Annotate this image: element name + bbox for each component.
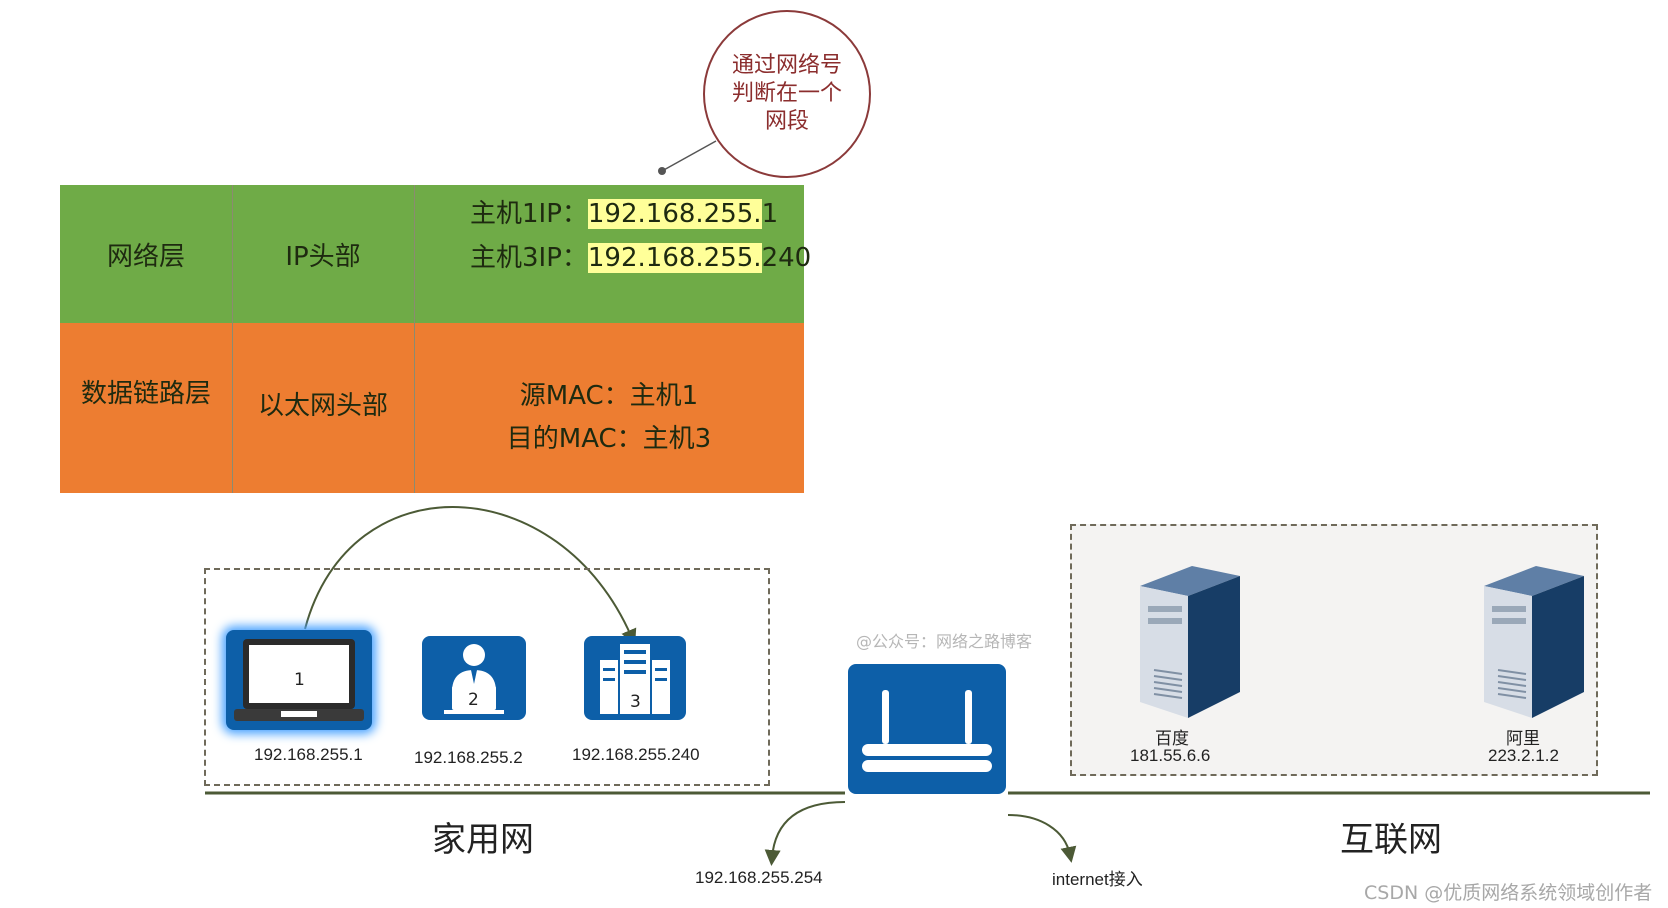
server-tower-icon[interactable] bbox=[1476, 552, 1588, 718]
host1-ip-label: 主机1IP： bbox=[470, 199, 588, 229]
callout-pointer-dot bbox=[658, 167, 666, 175]
host-1-ip: 192.168.255.1 bbox=[254, 745, 363, 764]
server-rack-icon bbox=[600, 644, 670, 714]
callout-line-3: 网段 bbox=[764, 109, 809, 134]
mac-address-cell: 源MAC：主机1 目的MAC：主机3 bbox=[414, 323, 804, 493]
host-2-ip: 192.168.255.2 bbox=[414, 748, 523, 767]
server-1-name: 百度 bbox=[1155, 729, 1189, 748]
router-icon bbox=[862, 690, 992, 772]
datalink-layer-cell: 数据链路层 bbox=[60, 323, 232, 493]
router-wan-label: internet接入 bbox=[1052, 870, 1143, 889]
network-layer-label: 网络层 bbox=[106, 241, 185, 272]
host1-ip-host-part: 1 bbox=[761, 199, 779, 229]
wan-arrow bbox=[1007, 814, 1077, 863]
host3-ip-host-part: 240 bbox=[761, 243, 812, 273]
ethernet-header-cell: 以太网头部 bbox=[232, 323, 414, 493]
network-layer-cell: 网络层 bbox=[60, 185, 232, 323]
table-divider bbox=[414, 185, 415, 493]
host-3-number: 3 bbox=[630, 692, 641, 712]
host3-ip-label: 主机3IP： bbox=[470, 243, 588, 273]
destination-mac-label: 目的MAC：主机3 bbox=[506, 424, 712, 454]
host-3-server-tile[interactable]: 3 bbox=[584, 636, 686, 720]
host-2-number: 2 bbox=[468, 690, 479, 710]
corner-watermark: CSDN @优质网络系统领域创作者 bbox=[1364, 882, 1653, 904]
host3-ip-line: 主机3IP：192.168.255.240 bbox=[470, 237, 811, 274]
center-watermark: @公众号：网络之路博客 bbox=[856, 632, 1033, 651]
host-2-computer-tile[interactable]: 2 bbox=[422, 636, 526, 720]
lan-arrow bbox=[764, 801, 846, 866]
router-tile[interactable] bbox=[848, 664, 1006, 794]
host-1-laptop-tile[interactable]: 1 bbox=[226, 630, 372, 730]
server-2-ip: 223.2.1.2 bbox=[1488, 746, 1559, 765]
internet-label: 互联网 bbox=[1340, 820, 1442, 860]
callout-line-1: 通过网络号 bbox=[731, 53, 842, 78]
callout-bubble: 通过网络号 判断在一个 网段 bbox=[703, 10, 871, 178]
server-2-name: 阿里 bbox=[1506, 729, 1540, 748]
source-mac-label: 源MAC：主机1 bbox=[519, 381, 699, 411]
callout-pointer bbox=[661, 140, 717, 172]
host1-ip-line: 主机1IP：192.168.255.1 bbox=[470, 193, 778, 230]
server-1-ip: 181.55.6.6 bbox=[1130, 746, 1211, 765]
ethernet-header-label: 以太网头部 bbox=[257, 391, 388, 421]
table-divider bbox=[232, 185, 233, 493]
server-tower-icon[interactable] bbox=[1132, 552, 1244, 718]
datalink-layer-label: 数据链路层 bbox=[80, 379, 211, 409]
laptop-icon bbox=[234, 639, 364, 721]
ip-header-label: IP头部 bbox=[285, 241, 361, 272]
host-1-number: 1 bbox=[294, 670, 305, 690]
protocol-table: 网络层 IP头部 主机1IP：192.168.255.1 主机3IP：192.1… bbox=[60, 185, 811, 493]
home-network-label: 家用网 bbox=[432, 820, 534, 860]
router-lan-ip: 192.168.255.254 bbox=[695, 868, 823, 887]
host-3-ip: 192.168.255.240 bbox=[572, 745, 700, 764]
user-computer-icon bbox=[444, 644, 504, 714]
ip-header-cell: IP头部 bbox=[232, 185, 414, 323]
home-network-region bbox=[204, 568, 770, 786]
callout-line-2: 判断在一个 bbox=[731, 81, 842, 106]
host3-ip-network-part: 192.168.255. bbox=[587, 243, 762, 273]
host1-ip-network-part: 192.168.255. bbox=[587, 199, 762, 229]
